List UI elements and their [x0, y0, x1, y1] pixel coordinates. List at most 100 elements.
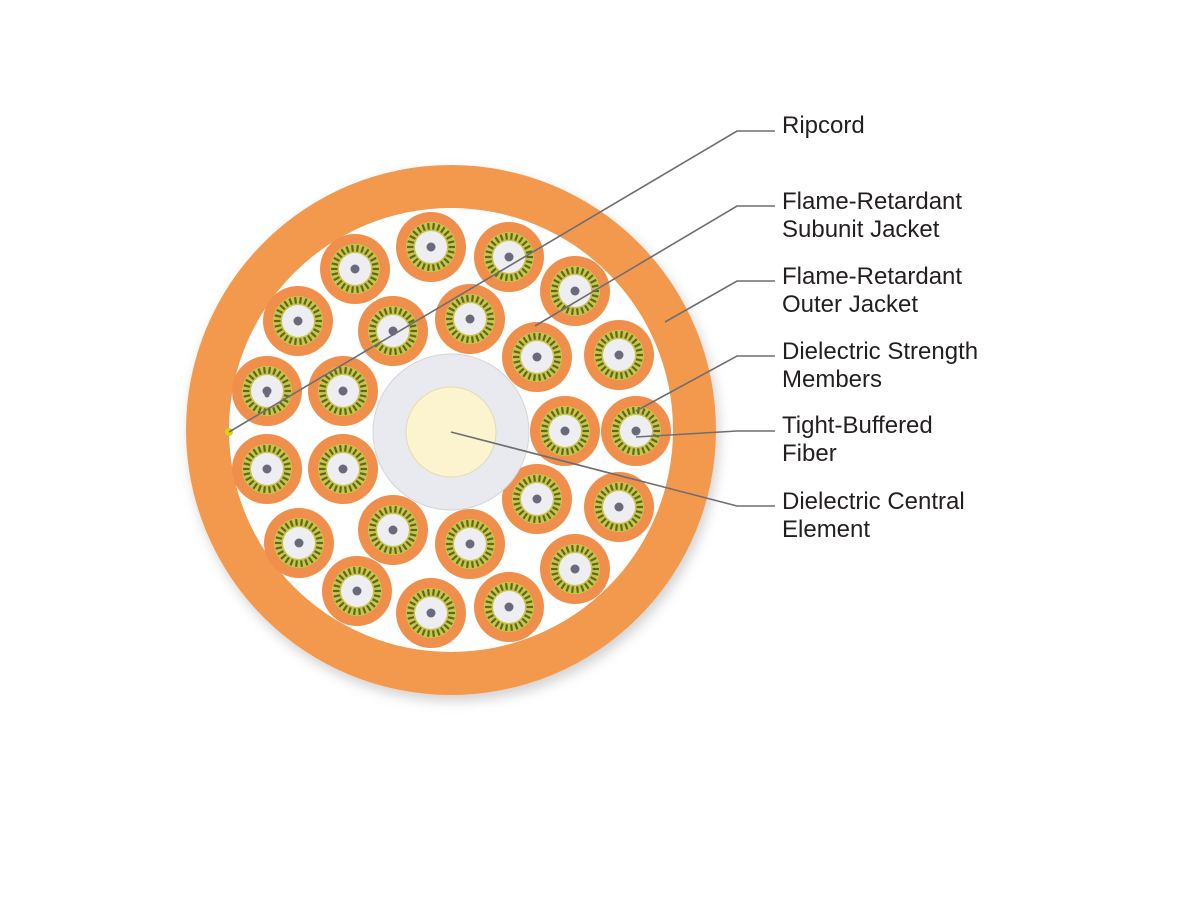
strength-member-strand — [257, 406, 262, 414]
strength-member-strand — [597, 342, 605, 348]
strength-member-strand — [440, 626, 446, 634]
strength-member-strand — [427, 223, 430, 230]
strength-member-strand — [553, 502, 561, 506]
strength-member-strand — [355, 374, 362, 381]
strength-member-strand — [527, 334, 532, 342]
strength-member-strand — [356, 286, 359, 293]
strength-member-strand — [344, 367, 347, 374]
tight-buffered-fiber-leader — [635, 430, 775, 438]
strength-member-strand — [303, 336, 308, 344]
strength-member-strand — [543, 438, 551, 444]
strength-member-strand — [499, 234, 504, 242]
fiber-core — [293, 316, 303, 326]
strength-member-strand — [328, 482, 334, 490]
strength-member-strand — [553, 350, 561, 354]
strength-member-strand — [460, 334, 465, 342]
callout-outer-jacket-line-1: Flame-Retardant — [782, 263, 963, 290]
strength-member-strand — [522, 512, 528, 520]
strength-member-strand — [561, 448, 564, 455]
subunit — [435, 284, 505, 354]
strength-member-strand — [369, 334, 377, 338]
strength-member-strand — [446, 322, 454, 326]
strength-member-strand — [447, 250, 455, 254]
strength-member-strand — [514, 584, 519, 592]
strength-member-strand — [525, 260, 533, 264]
strength-member-strand — [313, 530, 321, 536]
strength-member-strand — [268, 367, 271, 374]
strength-member-strand — [299, 297, 302, 304]
strength-member-strand — [485, 610, 493, 614]
strength-member-strand — [355, 401, 362, 408]
strength-member-strands — [275, 519, 323, 567]
strength-member-strand — [589, 556, 597, 562]
strength-member-strand — [398, 308, 403, 316]
strength-member-strands — [319, 445, 367, 493]
strength-member-strand — [374, 540, 381, 547]
strength-member-strand — [275, 536, 283, 540]
strength-member-strand — [448, 531, 456, 537]
strength-member-strand — [632, 407, 635, 414]
strength-member-strand — [551, 562, 559, 566]
strength-member-strand — [648, 441, 655, 448]
strength-member-strand — [486, 547, 494, 551]
strength-member-strand — [551, 284, 559, 288]
strength-member-strand — [525, 600, 533, 604]
strength-member-strand — [570, 408, 575, 416]
strength-member-strand — [499, 272, 504, 280]
strength-member-strand — [243, 462, 251, 466]
strength-member-strand — [357, 378, 365, 384]
strength-member-strand — [580, 306, 585, 314]
strength-member-strand — [615, 524, 618, 531]
strength-member-strand — [412, 596, 419, 603]
callout-central-element-line-2: Element — [782, 516, 871, 543]
strength-member-strand — [475, 521, 480, 529]
strength-member-strands — [595, 331, 643, 379]
strength-member-strand — [357, 398, 365, 404]
strength-member-strand — [633, 494, 641, 500]
strength-member-strand — [294, 338, 297, 345]
strength-member-strand — [518, 620, 524, 628]
strength-member-strand — [515, 364, 523, 370]
strength-member-strand — [533, 475, 536, 482]
strength-member-strand — [364, 282, 370, 290]
strength-member-strand — [595, 510, 603, 514]
strength-member-strand — [597, 494, 605, 500]
strength-member-strand — [527, 476, 532, 484]
strength-member-strand — [551, 506, 559, 512]
strength-member-strand — [595, 500, 603, 504]
strength-member-strand — [615, 331, 618, 338]
strength-member-strand — [617, 441, 624, 448]
strength-member-strand — [276, 448, 282, 456]
strength-member-strand — [587, 579, 594, 586]
strength-member-strand — [412, 230, 419, 237]
strength-member-strand — [340, 248, 346, 256]
fiber-core — [532, 494, 542, 504]
strength-member-strand — [407, 250, 415, 254]
strength-member-strand — [319, 384, 327, 388]
strength-member-strand — [494, 620, 500, 628]
strength-member-strand — [436, 628, 441, 636]
strength-member-strand — [591, 562, 599, 566]
strength-member-strand — [321, 398, 329, 404]
strength-member-strand — [348, 406, 353, 414]
strength-member-strand — [279, 452, 286, 459]
strength-member-strand — [560, 582, 566, 590]
strength-member-strand — [553, 360, 561, 364]
fiber-core — [350, 264, 360, 274]
strength-member-strand — [308, 522, 314, 530]
strength-member-strand — [445, 234, 453, 240]
strength-member-strand — [421, 224, 426, 232]
strength-member-strand — [369, 533, 377, 537]
strength-member-strand — [248, 452, 255, 459]
strength-member-strands — [407, 223, 455, 271]
strength-member-strand — [446, 547, 454, 551]
strength-member-strand — [513, 350, 521, 354]
strength-member-strand — [409, 600, 417, 606]
strength-member-strand — [609, 370, 614, 378]
strength-member-strand — [447, 616, 455, 620]
strength-member-strand — [628, 486, 634, 494]
strength-member-strand — [289, 558, 294, 566]
strength-member-strands — [446, 295, 494, 343]
strength-member-strand — [604, 486, 610, 494]
strength-member-strand — [581, 434, 589, 438]
